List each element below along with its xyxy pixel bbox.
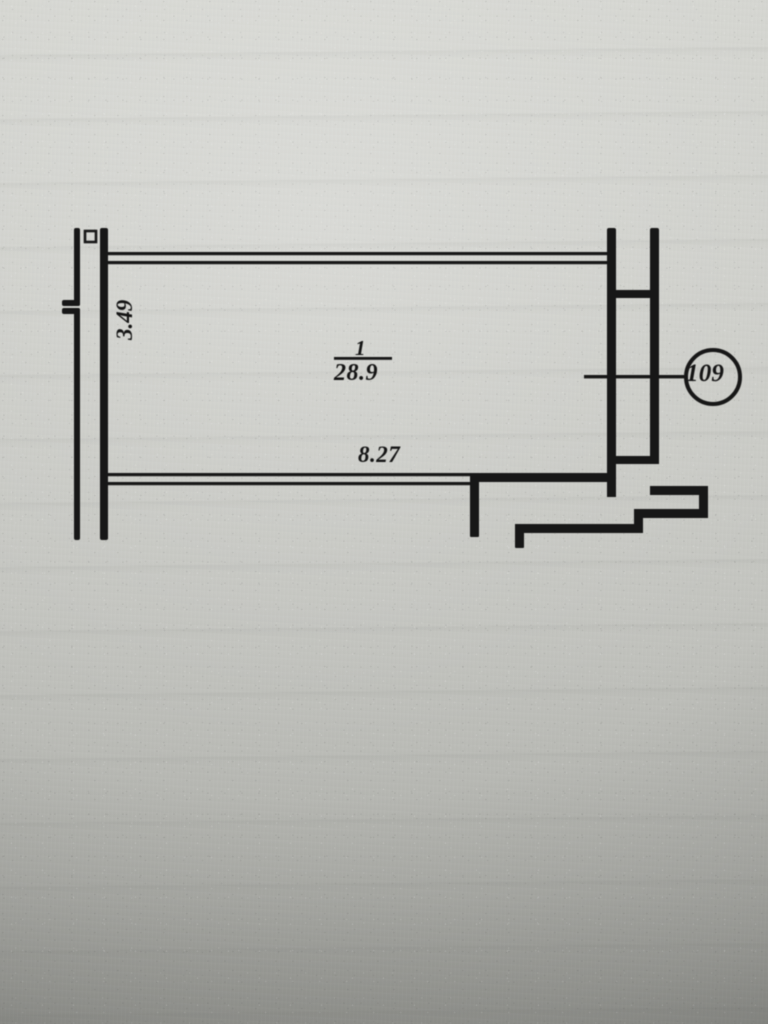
left-outer-wall-upper (74, 228, 80, 306)
left-outer-wall-lower (74, 308, 80, 540)
column-marker-square (83, 229, 98, 244)
area-fraction-bar (334, 357, 392, 360)
bottom-partition-wall-outer-line (107, 473, 475, 477)
right-shaft-connector-lower (607, 456, 659, 464)
area-denominator-label: 28.9 (334, 360, 378, 386)
top-partition-wall-outer-line (107, 252, 610, 256)
right-shaft-wall-left (607, 228, 616, 496)
area-numerator-label: 1 (355, 336, 366, 360)
corridor-wall-step-vertical (634, 509, 643, 533)
corridor-wall-bottom-left-end (515, 524, 524, 548)
room-number-circle (684, 348, 742, 406)
corridor-wall-top-run (470, 473, 615, 482)
right-shaft-wall-right (650, 228, 659, 463)
left-inner-bearing-wall (100, 228, 108, 540)
width-dimension-label: 8.27 (358, 442, 401, 467)
corridor-wall-left-drop (470, 473, 479, 537)
corridor-shaft-join (607, 473, 616, 497)
corridor-wall-nib-bottom (634, 509, 708, 518)
right-shaft-connector-upper (607, 290, 659, 298)
room-number-leader-line (584, 375, 686, 379)
height-dimension-label: 3.49 (112, 299, 137, 340)
top-partition-wall-inner-line (107, 261, 610, 265)
corridor-wall-bottom-run (515, 524, 643, 533)
room-number-label: 109 (686, 360, 725, 387)
corridor-wall-upper-right-run (650, 486, 708, 495)
bottom-partition-wall-inner-line (107, 482, 475, 486)
left-outer-wall-upper-foot (62, 300, 80, 306)
